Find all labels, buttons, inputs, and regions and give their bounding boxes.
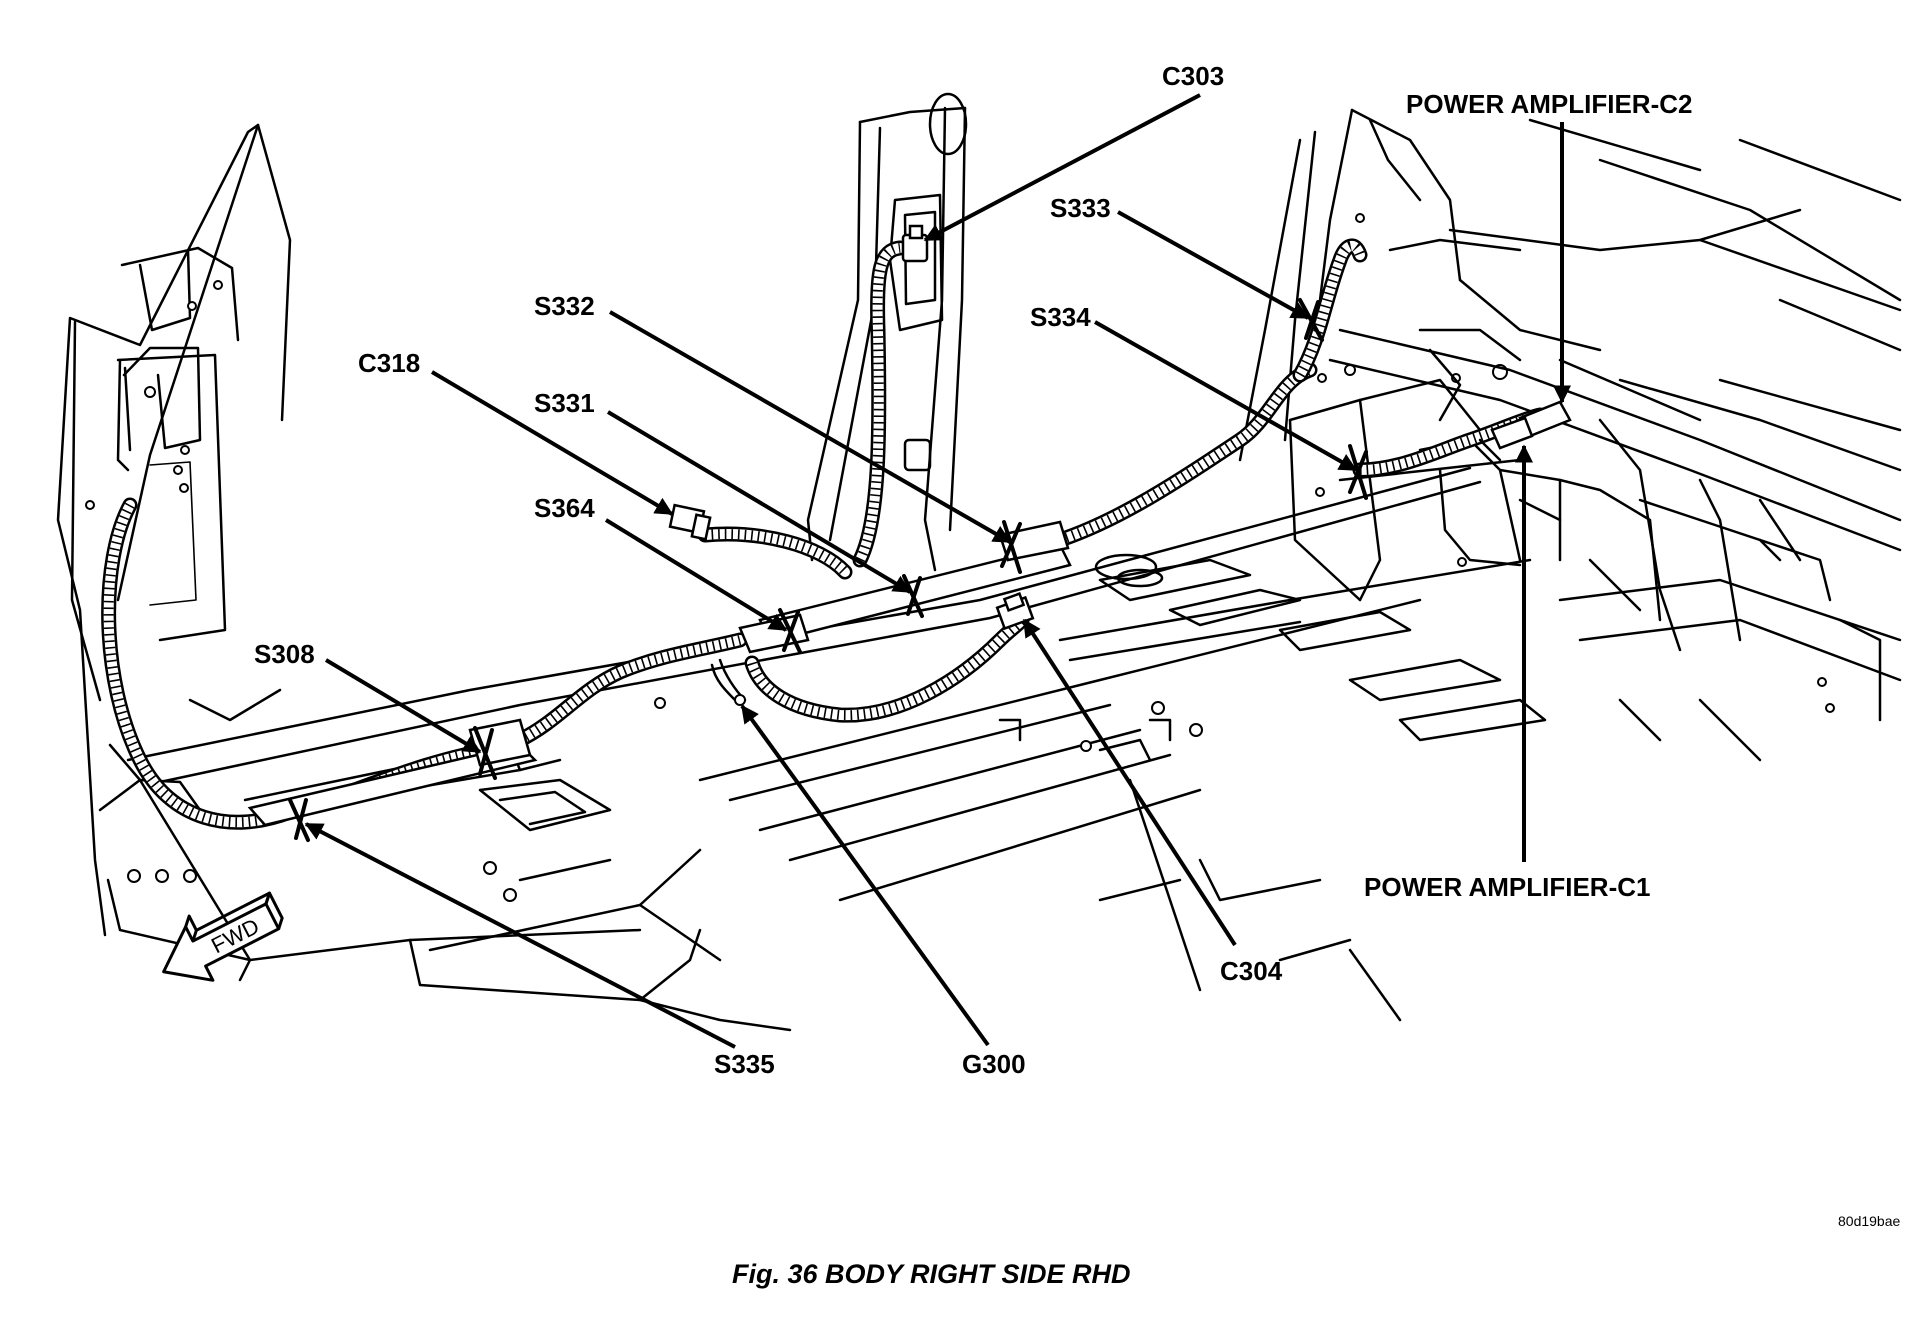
ground-g300 — [734, 694, 746, 706]
label-power-amplifier-c2: POWER AMPLIFIER-C2 — [1406, 89, 1692, 119]
leader-s333 — [1117, 210, 1310, 320]
label-s333: S333 — [1050, 193, 1111, 223]
c304-branch — [744, 612, 1030, 723]
connector-c318 — [668, 503, 712, 541]
label-s364: S364 — [534, 493, 595, 523]
leader-c318 — [430, 370, 674, 516]
floor-pan — [654, 553, 1547, 1022]
figure-caption: Fig. 36 BODY RIGHT SIDE RHD — [732, 1259, 1131, 1289]
rocker-sill — [108, 466, 1482, 1032]
label-s335: S335 — [714, 1049, 775, 1079]
label-s332: S332 — [534, 291, 595, 321]
label-c304: C304 — [1220, 956, 1283, 986]
label-s331: S331 — [534, 388, 595, 418]
forward-arrow-icon: FWD — [162, 891, 284, 982]
label-s334: S334 — [1030, 302, 1091, 332]
leader-c303 — [923, 93, 1201, 242]
front-pillar — [56, 123, 292, 962]
leader-g300 — [740, 704, 990, 1047]
label-power-amplifier-c1: POWER AMPLIFIER-C1 — [1364, 872, 1650, 902]
seat-recess — [428, 778, 722, 962]
b-pillar-branch — [852, 240, 908, 568]
leader-s334 — [1094, 320, 1358, 472]
leader-c304 — [1022, 618, 1237, 947]
label-c318: C318 — [358, 348, 420, 378]
rear-pillar-branch — [1292, 238, 1368, 383]
label-g300: G300 — [962, 1049, 1026, 1079]
vehicle-body-artwork — [56, 92, 1902, 1032]
rear-inner-panel — [1288, 378, 1835, 713]
leader-s364 — [604, 518, 788, 632]
wiring-harness — [101, 224, 1572, 842]
leader-s335 — [304, 822, 736, 1049]
figure-code: 80d19bae — [1838, 1213, 1901, 1229]
callout-labels: C303 POWER AMPLIFIER-C2 S333 S332 S334 C… — [254, 61, 1692, 1079]
rear-quarter — [1238, 108, 1902, 472]
label-s308: S308 — [254, 639, 315, 669]
center-pillar — [806, 92, 968, 572]
c318-branch — [697, 526, 853, 580]
leader-lines — [304, 93, 1571, 1049]
label-c303: C303 — [1162, 61, 1224, 91]
rear-floor-rail — [1328, 328, 1902, 762]
right-side-panel — [1638, 138, 1902, 602]
connector-power-amplifier — [1478, 400, 1572, 462]
connector-c303 — [901, 224, 929, 263]
leader-s331 — [606, 410, 912, 594]
leader-s308 — [324, 658, 482, 754]
leader-s332 — [609, 310, 1012, 544]
